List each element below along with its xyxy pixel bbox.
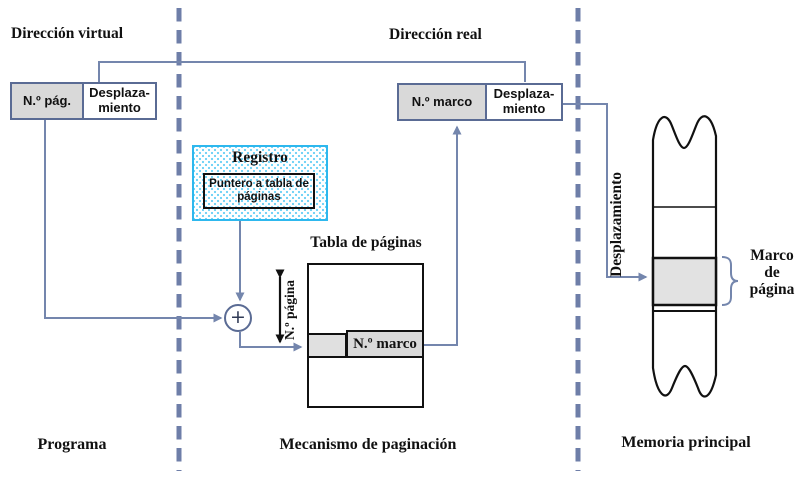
page-table-frame-cell: N.º marco: [346, 330, 424, 358]
virtual-address-box: N.º pág. Desplaza- miento: [10, 82, 157, 120]
virtual-page-number-cell: N.º pág.: [12, 84, 84, 118]
wire-table-row-to-frame-number: [424, 125, 462, 346]
page-frame-label: Marco de página: [749, 247, 795, 299]
adder-plus-icon: +: [224, 304, 252, 332]
register-title: Registro: [232, 149, 288, 166]
virtual-address-title: Dirección virtual: [11, 25, 124, 42]
section-label-program: Programa: [37, 436, 107, 453]
real-address-box: N.º marco Desplaza- miento: [397, 83, 563, 121]
section-label-paging-mechanism: Mecanismo de paginación: [279, 436, 457, 453]
real-frame-number-cell: N.º marco: [399, 85, 487, 119]
page-table-entry-cell: [307, 333, 347, 358]
page-table-pointer-box: Puntero a tabla de páginas: [203, 173, 315, 209]
memory-offset-label: Desplazamiento: [608, 171, 625, 277]
wire-real-offset-to-memory-frame: [563, 103, 648, 282]
page-number-axis-label: N.º página: [282, 280, 297, 340]
section-label-main-memory: Memoria principal: [621, 434, 751, 451]
wire-page-number-to-adder: [44, 120, 223, 323]
virtual-offset-cell: Desplaza- miento: [84, 84, 155, 118]
register-box: Registro Puntero a tabla de páginas: [192, 145, 328, 221]
main-memory-strip: [651, 115, 718, 398]
real-offset-cell: Desplaza- miento: [487, 85, 561, 119]
page-frame-band: [651, 256, 718, 307]
wire-virtual-offset-to-real-offset: [98, 61, 526, 82]
real-address-title: Dirección real: [389, 26, 482, 43]
wire-adder-to-table-row: [239, 332, 303, 352]
page-table-title: Tabla de páginas: [310, 234, 422, 251]
frame-brace-icon: [721, 256, 739, 306]
